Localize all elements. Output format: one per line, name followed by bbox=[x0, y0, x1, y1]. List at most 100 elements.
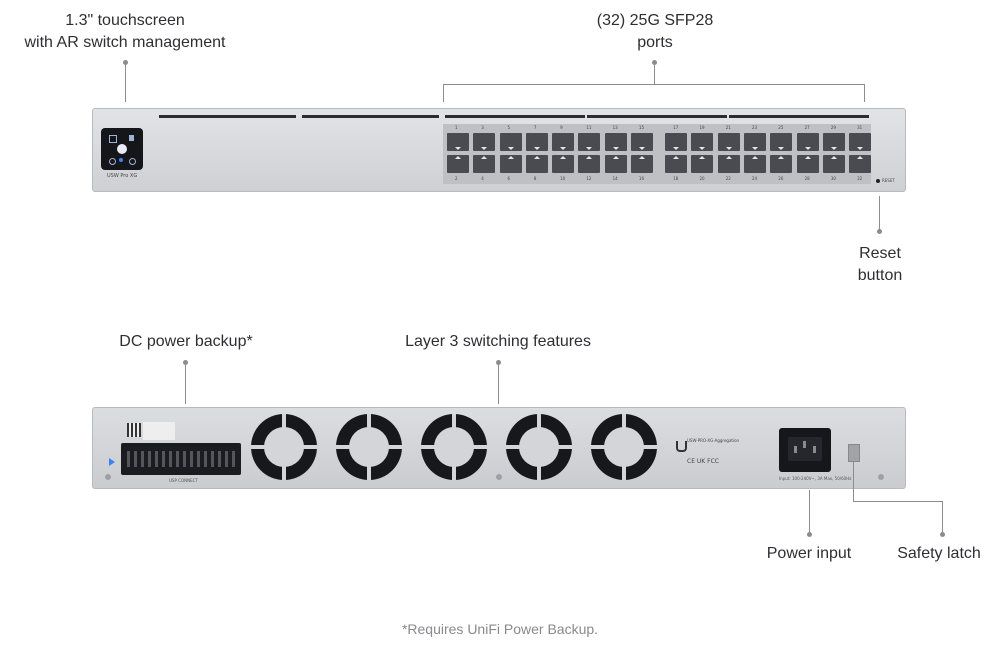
serial-sticker bbox=[143, 422, 175, 440]
dc-power-backup-connector[interactable] bbox=[121, 443, 241, 475]
sfp28-port[interactable] bbox=[744, 155, 767, 173]
switch-rear-panel: USP CONNECT USW-PRO-XG-Aggregation CE UK… bbox=[92, 407, 906, 489]
ce-marks: CE UK FCC bbox=[687, 458, 719, 465]
port-number: 3 bbox=[481, 125, 484, 130]
port-number: 13 bbox=[612, 125, 618, 130]
safety-latch[interactable] bbox=[848, 444, 860, 462]
port-number: 12 bbox=[586, 176, 592, 181]
sfp28-port[interactable] bbox=[525, 133, 548, 151]
connector-pins bbox=[127, 451, 235, 467]
port-number: 25 bbox=[778, 125, 784, 130]
sfp28-port[interactable] bbox=[499, 133, 522, 151]
sfp28-port[interactable] bbox=[447, 133, 469, 151]
port-number: 8 bbox=[533, 176, 537, 181]
reset-label: RESET bbox=[882, 178, 895, 183]
port-led bbox=[830, 147, 837, 150]
port-number: 22 bbox=[725, 176, 731, 181]
port-led bbox=[533, 147, 540, 150]
sfp28-port[interactable] bbox=[525, 155, 548, 173]
port-led bbox=[778, 156, 785, 159]
port-led bbox=[673, 147, 680, 150]
port-number: 31 bbox=[857, 125, 863, 130]
port-led bbox=[673, 156, 680, 159]
sfp28-port[interactable] bbox=[796, 133, 819, 151]
power-input-leader-line bbox=[809, 490, 810, 534]
sfp28-port[interactable] bbox=[691, 133, 714, 151]
ubiquiti-logo-icon bbox=[676, 441, 687, 452]
port-led bbox=[560, 147, 567, 150]
sfp28-port[interactable] bbox=[822, 133, 845, 151]
fan-hub bbox=[519, 427, 559, 467]
port-led bbox=[612, 156, 619, 159]
port-led bbox=[804, 156, 811, 159]
dc-led-icon bbox=[109, 458, 115, 466]
sfp28-port[interactable] bbox=[849, 133, 872, 151]
fan-hub bbox=[434, 427, 474, 467]
safety-latch-leader-h bbox=[853, 501, 943, 502]
port-led bbox=[725, 147, 732, 150]
sfp28-port[interactable] bbox=[744, 133, 767, 151]
touchscreen-leader-line bbox=[125, 62, 126, 102]
qr-code bbox=[127, 423, 141, 437]
fan-grille bbox=[251, 414, 317, 480]
model-label: USW Pro XG bbox=[107, 173, 138, 179]
touchscreen-display[interactable] bbox=[101, 128, 143, 170]
sfp28-port[interactable] bbox=[717, 133, 740, 151]
touchscreen-callout: 1.3" touchscreen with AR switch manageme… bbox=[24, 12, 226, 51]
sfp28-port[interactable] bbox=[630, 155, 653, 173]
fan-hub bbox=[349, 427, 389, 467]
sfp28-port[interactable] bbox=[796, 155, 819, 173]
touchscreen-leader-dot bbox=[123, 60, 128, 65]
screw-left bbox=[105, 474, 111, 480]
port-led bbox=[778, 147, 785, 150]
sfp28-port[interactable] bbox=[822, 155, 845, 173]
port-number: 21 bbox=[725, 125, 731, 130]
sfp28-port[interactable] bbox=[473, 155, 496, 173]
screw-right bbox=[878, 474, 884, 480]
sfp28-port[interactable] bbox=[770, 133, 793, 151]
sfp28-port[interactable] bbox=[604, 133, 627, 151]
port-number: 29 bbox=[830, 125, 836, 130]
sfp28-port[interactable] bbox=[499, 155, 522, 173]
sfp28-port[interactable] bbox=[578, 155, 601, 173]
sfp28-port[interactable] bbox=[691, 155, 714, 173]
dc-backup-leader-line bbox=[185, 362, 186, 404]
inlet-pin-right bbox=[813, 446, 816, 453]
sfp28-port[interactable] bbox=[849, 155, 872, 173]
dc-backup-callout: DC power backup* bbox=[119, 333, 253, 350]
sfp28-port[interactable] bbox=[552, 133, 575, 151]
port-led bbox=[507, 156, 514, 159]
sfp28-port[interactable] bbox=[604, 155, 627, 173]
sfp28-port[interactable] bbox=[578, 133, 601, 151]
port-number: 11 bbox=[586, 125, 592, 130]
power-input-socket[interactable] bbox=[779, 428, 831, 472]
reset-button[interactable] bbox=[876, 179, 880, 183]
ports-leader-line bbox=[654, 62, 655, 84]
sfp28-port[interactable] bbox=[552, 155, 575, 173]
inlet-pin-center bbox=[803, 441, 806, 448]
power-input-leader-dot bbox=[807, 532, 812, 537]
port-number: 15 bbox=[638, 125, 645, 130]
port-number: 5 bbox=[507, 125, 511, 130]
sfp28-port[interactable] bbox=[665, 133, 688, 151]
screen-settings-icon bbox=[109, 158, 116, 165]
port-led bbox=[586, 147, 593, 150]
sfp28-port[interactable] bbox=[770, 155, 793, 173]
sfp28-port[interactable] bbox=[473, 133, 496, 151]
port-number: 2 bbox=[455, 176, 458, 181]
sfp28-port[interactable] bbox=[665, 155, 688, 173]
sfp28-port[interactable] bbox=[717, 155, 740, 173]
fan-grille bbox=[591, 414, 657, 480]
port-number: 19 bbox=[699, 125, 705, 130]
port-number: 26 bbox=[778, 176, 784, 181]
port-led bbox=[481, 147, 488, 150]
sfp28-port[interactable] bbox=[447, 155, 469, 173]
port-number: 10 bbox=[560, 176, 566, 181]
cooling-fans bbox=[251, 414, 681, 480]
layer3-leader-line bbox=[498, 362, 499, 404]
sfp28-port[interactable] bbox=[630, 133, 653, 151]
port-number: 30 bbox=[830, 176, 836, 181]
port-led bbox=[455, 156, 461, 159]
port-number: 16 bbox=[638, 176, 645, 181]
